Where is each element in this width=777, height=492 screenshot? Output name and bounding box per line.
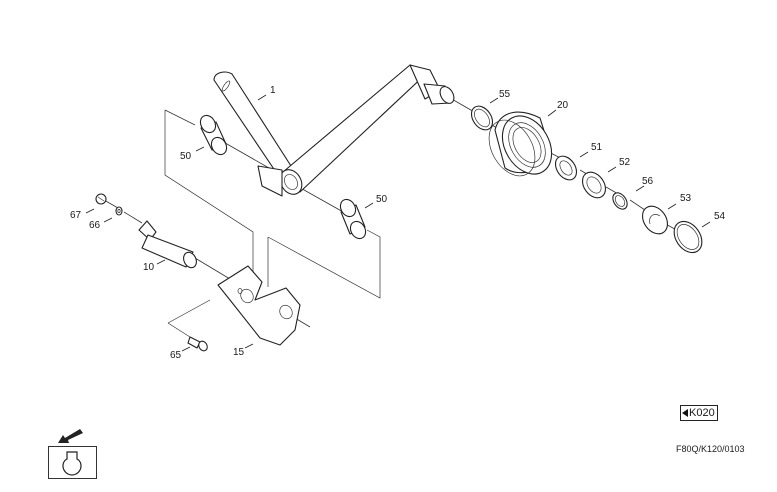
callout-54: 54 (714, 211, 726, 222)
reference-code: K020 (689, 407, 715, 419)
callout-10: 10 (143, 262, 155, 273)
callout-51: 51 (591, 142, 603, 153)
view-symbol-box (48, 446, 97, 479)
part-washer (115, 206, 123, 216)
keyhole-icon (62, 451, 82, 476)
centre-lines (103, 97, 681, 328)
part-bushing-left (199, 114, 228, 156)
part-bracket (217, 265, 301, 346)
callout-55: 55 (499, 89, 511, 100)
reference-link-box[interactable]: K020 (680, 405, 718, 421)
part-seal (554, 155, 578, 181)
part-nut (95, 193, 107, 205)
part-roller (488, 111, 553, 177)
callout-labels: 1 50 50 55 20 51 52 56 53 54 67 66 10 65… (70, 85, 726, 361)
callout-50-left: 50 (180, 151, 192, 162)
assembly-frame-lines (164, 109, 381, 338)
part-cover (641, 205, 669, 235)
callout-52: 52 (619, 157, 631, 168)
part-bushing-right (339, 198, 367, 240)
part-snap-ring (612, 192, 628, 210)
part-bearing (581, 171, 607, 199)
view-direction-arrow-icon (58, 429, 83, 443)
callout-50-right: 50 (376, 194, 388, 205)
part-pin (138, 220, 197, 269)
callout-65: 65 (170, 350, 182, 361)
callout-66: 66 (89, 220, 101, 231)
part-arm (213, 64, 455, 197)
callout-67: 67 (70, 210, 82, 221)
callout-leaders (85, 94, 711, 352)
left-triangle-icon (682, 409, 688, 417)
part-retaining-ring (470, 105, 494, 131)
callout-56: 56 (642, 176, 654, 187)
callout-1: 1 (270, 85, 276, 96)
part-bolt (187, 336, 208, 352)
callout-20: 20 (557, 100, 569, 111)
part-retaining-ring-outer (673, 220, 703, 254)
drawing-code: F80Q/K120/0103 (676, 444, 745, 454)
callout-53: 53 (680, 193, 692, 204)
callout-15: 15 (233, 347, 245, 358)
